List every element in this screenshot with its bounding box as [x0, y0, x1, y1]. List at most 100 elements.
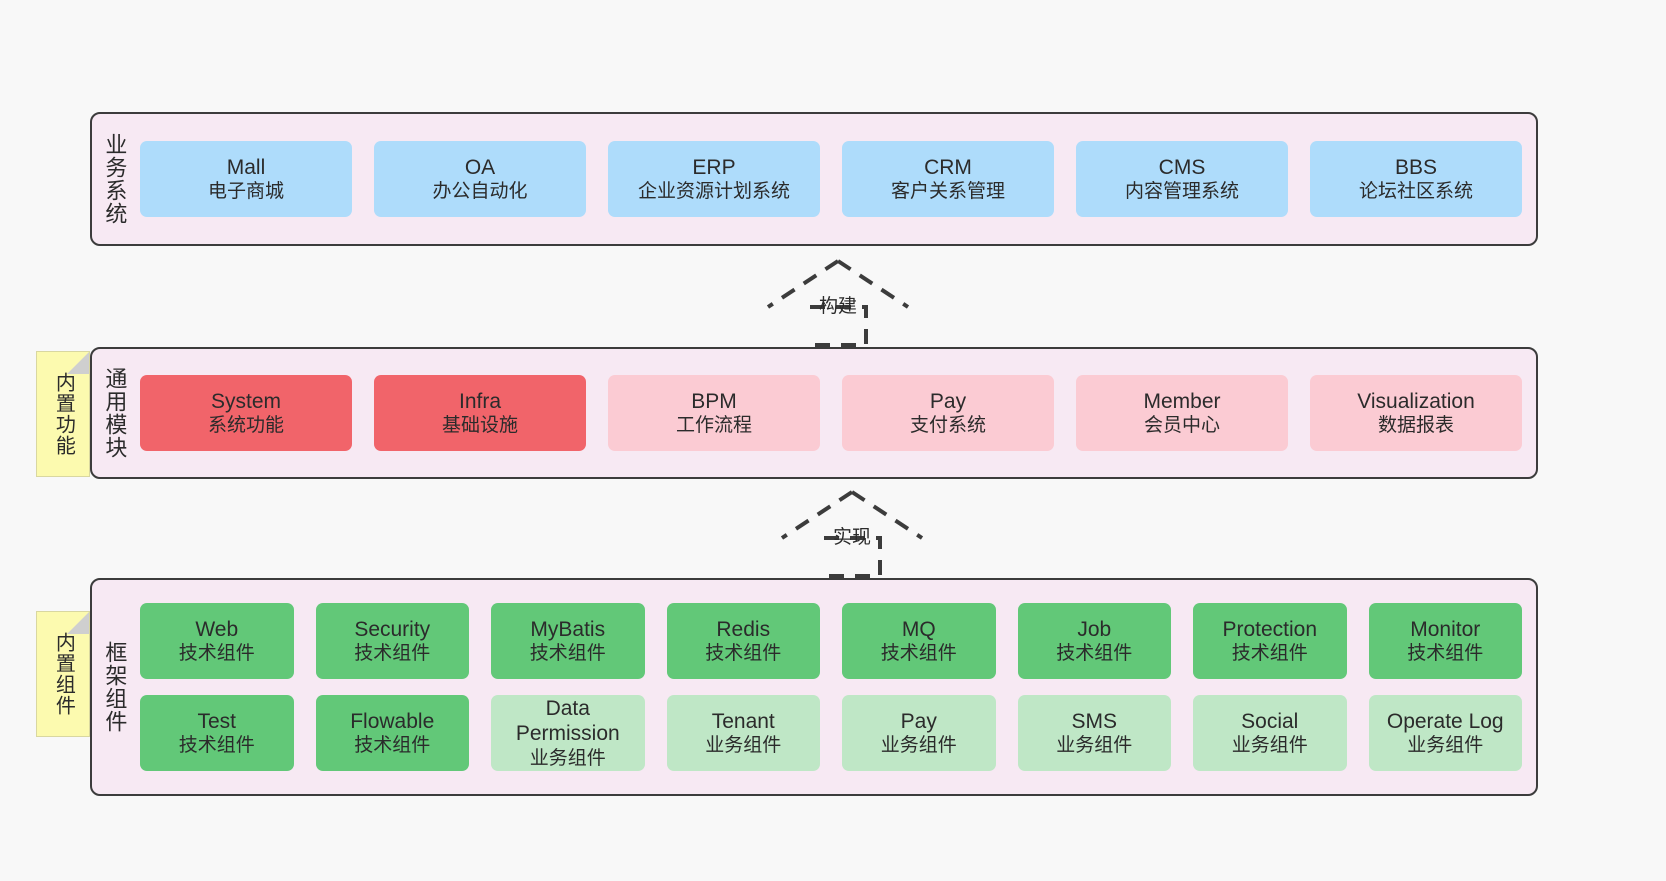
node-flowable[interactable]: Flowable 技术组件 [315, 695, 469, 771]
node-subtitle: 技术组件 [1407, 643, 1484, 665]
node-crm[interactable]: CRM 客户关系管理 [842, 141, 1054, 217]
node-subtitle: 业务组件 [705, 735, 782, 757]
node-title: Test [197, 709, 236, 733]
node-subtitle: 内容管理系统 [1124, 181, 1239, 203]
dashed-hollow-arrow-up-icon [766, 259, 910, 347]
node-test[interactable]: Test 技术组件 [140, 695, 294, 771]
note-builtin-components-label: 内置组件 [52, 632, 75, 716]
node-title: SMS [1071, 709, 1117, 733]
node-web[interactable]: Web 技术组件 [140, 603, 294, 679]
node-subtitle: 业务组件 [529, 748, 606, 770]
node-mall[interactable]: Mall 电子商城 [140, 141, 352, 217]
node-monitor[interactable]: Monitor 技术组件 [1368, 603, 1522, 679]
layer-business-system-body: Mall 电子商城 OA 办公自动化 ERP 企业资源计划系统 CRM 客户关系… [136, 114, 1536, 244]
node-operate-log[interactable]: Operate Log 业务组件 [1368, 695, 1522, 771]
node-title: Security [354, 617, 431, 641]
node-sms[interactable]: SMS 业务组件 [1017, 695, 1171, 771]
layer-framework-components: 框架组件 Web 技术组件 Security 技术组件 MyBatis 技术组件… [90, 578, 1538, 796]
node-subtitle: 数据报表 [1377, 415, 1454, 437]
node-title: Tenant [711, 709, 775, 733]
node-bpm[interactable]: BPM 工作流程 [608, 375, 820, 451]
note-builtin-components: 内置组件 [36, 611, 90, 737]
node-row: Web 技术组件 Security 技术组件 MyBatis 技术组件 Redi… [140, 603, 1522, 679]
node-subtitle: 技术组件 [880, 643, 957, 665]
node-title: BPM [691, 389, 737, 413]
node-subtitle: 企业资源计划系统 [637, 181, 790, 203]
connector-build-label: 构建 [818, 296, 858, 317]
node-title: Monitor [1410, 617, 1481, 641]
node-title: Pay [900, 709, 937, 733]
node-mybatis[interactable]: MyBatis 技术组件 [491, 603, 645, 679]
node-subtitle: 办公自动化 [432, 181, 528, 203]
node-erp[interactable]: ERP 企业资源计划系统 [608, 141, 820, 217]
dashed-hollow-arrow-up-icon [780, 490, 924, 578]
node-job[interactable]: Job 技术组件 [1017, 603, 1171, 679]
node-subtitle: 工作流程 [675, 415, 752, 437]
node-subtitle: 业务组件 [1407, 735, 1484, 757]
node-title: Operate Log [1386, 709, 1504, 733]
node-title: Social [1241, 709, 1299, 733]
node-infra[interactable]: Infra 基础设施 [374, 375, 586, 451]
layer-framework-components-body: Web 技术组件 Security 技术组件 MyBatis 技术组件 Redi… [136, 580, 1536, 794]
node-subtitle: 论坛社区系统 [1358, 181, 1473, 203]
node-subtitle: 电子商城 [207, 181, 284, 203]
node-subtitle: 业务组件 [880, 735, 957, 757]
node-subtitle: 技术组件 [354, 735, 431, 757]
layer-common-modules: 通用模块 System 系统功能 Infra 基础设施 BPM 工作流程 Pay… [90, 347, 1538, 479]
node-subtitle: 技术组件 [178, 643, 255, 665]
node-subtitle: 业务组件 [1056, 735, 1133, 757]
connector-build: 构建 [758, 257, 918, 347]
layer-framework-components-title: 框架组件 [102, 641, 128, 733]
node-subtitle: 技术组件 [178, 735, 255, 757]
node-title: CMS [1158, 155, 1206, 179]
node-subtitle: 支付系统 [909, 415, 986, 437]
node-title: Flowable [350, 709, 435, 733]
node-pay-component[interactable]: Pay 业务组件 [842, 695, 996, 771]
node-title: Job [1077, 617, 1112, 641]
layer-business-system: 业务系统 Mall 电子商城 OA 办公自动化 ERP 企业资源计划系统 CRM… [90, 112, 1538, 246]
layer-business-system-title: 业务系统 [102, 133, 128, 225]
node-subtitle: 技术组件 [354, 643, 431, 665]
node-subtitle: 会员中心 [1143, 415, 1220, 437]
node-bbs[interactable]: BBS 论坛社区系统 [1310, 141, 1522, 217]
node-row: System 系统功能 Infra 基础设施 BPM 工作流程 Pay 支付系统… [140, 375, 1522, 451]
node-row: Mall 电子商城 OA 办公自动化 ERP 企业资源计划系统 CRM 客户关系… [140, 141, 1522, 217]
node-oa[interactable]: OA 办公自动化 [374, 141, 586, 217]
node-data-permission[interactable]: Data Permission 业务组件 [491, 695, 645, 771]
note-builtin-features-label: 内置功能 [52, 372, 75, 456]
node-mq[interactable]: MQ 技术组件 [842, 603, 996, 679]
node-member[interactable]: Member 会员中心 [1076, 375, 1288, 451]
node-title: ERP [692, 155, 736, 179]
node-title: Infra [458, 389, 502, 413]
node-title: Member [1143, 389, 1221, 413]
node-subtitle: 技术组件 [529, 643, 606, 665]
node-title: Mall [226, 155, 266, 179]
node-redis[interactable]: Redis 技术组件 [666, 603, 820, 679]
layer-common-modules-body: System 系统功能 Infra 基础设施 BPM 工作流程 Pay 支付系统… [136, 349, 1536, 477]
node-protection[interactable]: Protection 技术组件 [1193, 603, 1347, 679]
node-cms[interactable]: CMS 内容管理系统 [1076, 141, 1288, 217]
node-title: MyBatis [530, 617, 606, 641]
node-subtitle: 系统功能 [207, 415, 284, 437]
node-row: Test 技术组件 Flowable 技术组件 Data Permission … [140, 695, 1522, 771]
node-subtitle: 基础设施 [441, 415, 518, 437]
node-system[interactable]: System 系统功能 [140, 375, 352, 451]
node-title: Redis [716, 617, 771, 641]
node-title: Web [195, 617, 239, 641]
note-builtin-features: 内置功能 [36, 351, 90, 477]
node-pay-module[interactable]: Pay 支付系统 [842, 375, 1054, 451]
node-title: Data Permission [515, 696, 620, 746]
node-title: OA [464, 155, 496, 179]
node-social[interactable]: Social 业务组件 [1193, 695, 1347, 771]
node-title: System [210, 389, 281, 413]
node-tenant[interactable]: Tenant 业务组件 [666, 695, 820, 771]
node-visualization[interactable]: Visualization 数据报表 [1310, 375, 1522, 451]
node-title: MQ [901, 617, 936, 641]
node-security[interactable]: Security 技术组件 [315, 603, 469, 679]
node-subtitle: 客户关系管理 [890, 181, 1005, 203]
node-title: BBS [1394, 155, 1438, 179]
layer-common-modules-title: 通用模块 [102, 367, 128, 459]
node-title: CRM [924, 155, 972, 179]
node-subtitle: 技术组件 [1231, 643, 1308, 665]
